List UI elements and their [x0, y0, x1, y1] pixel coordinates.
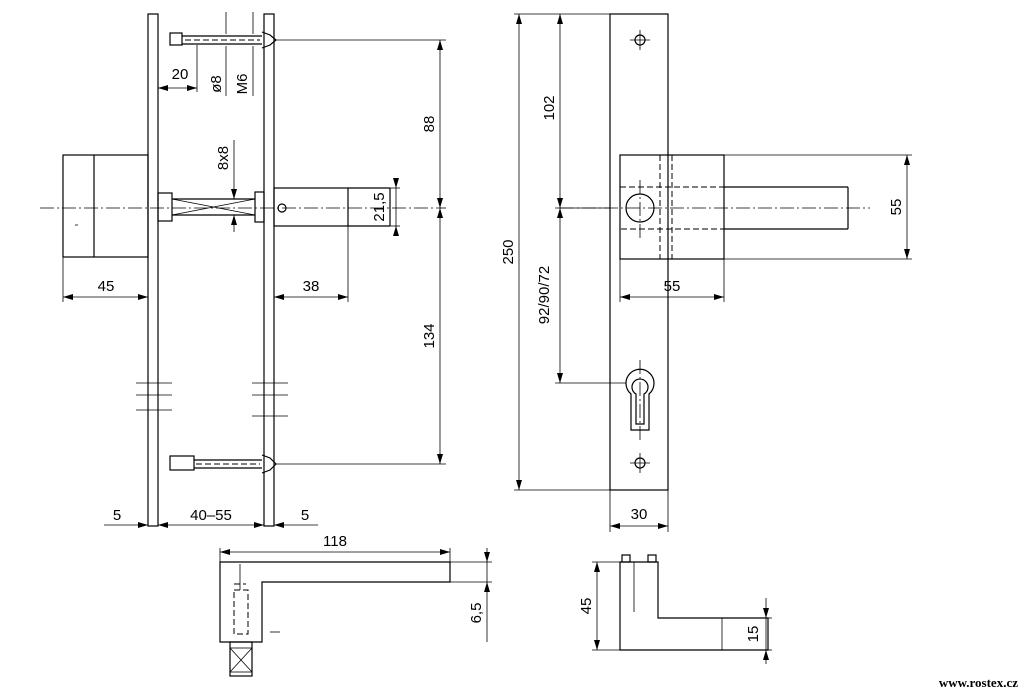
dim-lower-screw-distance: 134: [421, 323, 438, 348]
dim-rear-projection: 45: [98, 278, 115, 295]
dim-plate-width: 30: [631, 506, 648, 523]
left-plate: [147, 13, 159, 527]
rear-handle-block: [62, 154, 149, 258]
dim-screw-thread: M6: [234, 74, 251, 95]
dim-lever-side-thickness: 15: [745, 626, 762, 643]
lever-profile: [219, 561, 451, 643]
section-view: [40, 13, 440, 527]
dim-handle-block-width: 55: [664, 278, 681, 295]
dim-lever-thickness: 6,5: [468, 603, 485, 624]
dim-top-to-handle: 102: [541, 95, 558, 120]
dim-handle-side-height: 45: [578, 598, 595, 615]
front-view-dimensions: 250 102 92/90/72 55 55 30: [500, 13, 912, 532]
dim-rose-height: 21,5: [371, 192, 388, 221]
lever-top-view-dimensions: 118 6,5: [219, 533, 492, 642]
dim-door-thickness: 40–55: [190, 507, 232, 524]
dim-screw-offset: 20: [172, 66, 189, 83]
dim-upper-screw-distance: 88: [421, 116, 438, 133]
handle-rose: [619, 154, 725, 260]
front-view: [560, 13, 870, 491]
cylinder-keyhole: [625, 368, 655, 431]
dim-handle-height: 55: [888, 199, 905, 216]
watermark: www.rostex.cz: [939, 675, 1018, 690]
dim-lever-length: 118: [323, 533, 347, 550]
section-view-dimensions: 20 ø8 M6 8x8 88 134 21,5: [62, 12, 446, 528]
lever-side-view-dimensions: 45 15: [578, 561, 772, 664]
dim-plate-thickness-left: 5: [113, 507, 121, 524]
lever-spindle-square: [229, 641, 253, 677]
dim-spindle: 8x8: [215, 146, 232, 170]
right-plate: [263, 13, 275, 527]
dim-screw-diameter: ø8: [208, 75, 225, 93]
lever-top-view: [219, 561, 451, 677]
escutcheon-plate: [609, 13, 669, 491]
front-rose: [273, 187, 349, 227]
dim-plate-height: 250: [500, 239, 517, 264]
dim-rose-depth: 38: [303, 278, 320, 295]
dim-plate-thickness-right: 5: [301, 507, 309, 524]
dim-handle-to-cylinder: 92/90/72: [536, 266, 553, 324]
